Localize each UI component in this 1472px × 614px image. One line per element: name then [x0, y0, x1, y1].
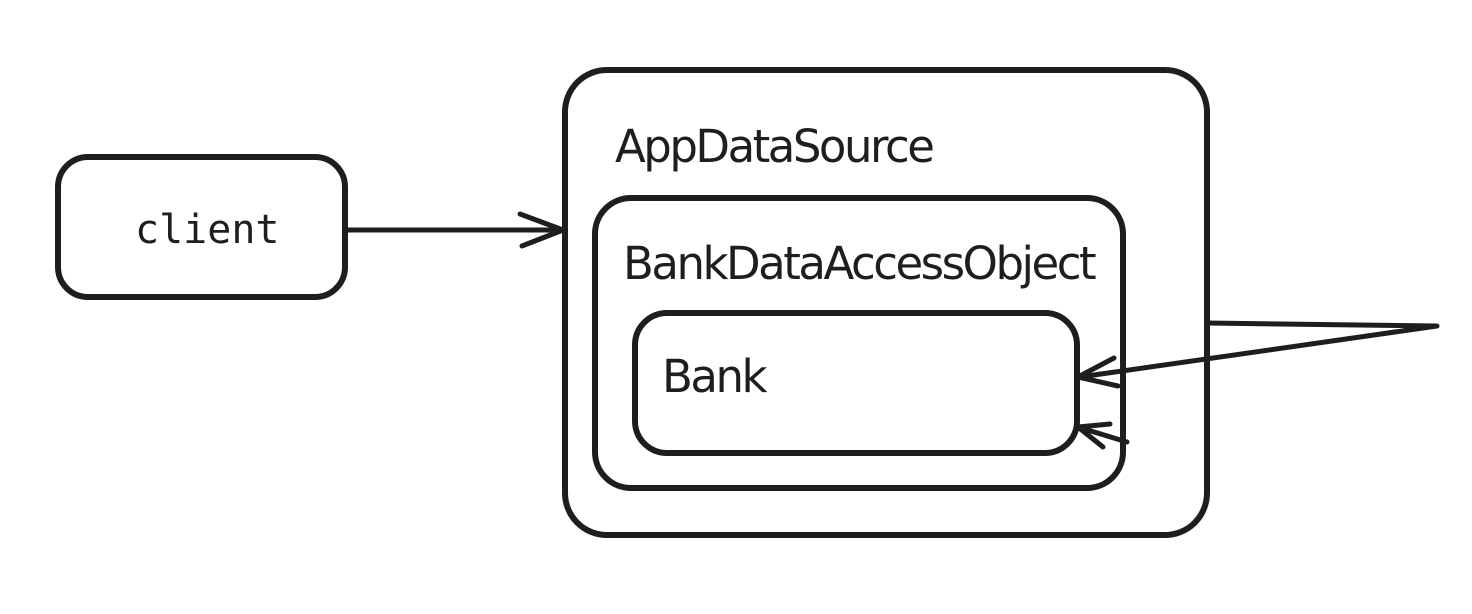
edge-short-arrow-to-bank — [1075, 421, 1130, 450]
edge-right-bend-to-bank-line — [1077, 320, 1440, 380]
edge-right-bend-to-bank-arrowhead-icon — [1075, 355, 1121, 389]
node-app-data-source-label: AppDataSource — [615, 120, 933, 173]
edge-short-arrow-to-bank-line — [1078, 425, 1130, 445]
edge-right-bend-to-bank — [1075, 320, 1440, 389]
node-app-data-source — [562, 67, 1210, 538]
node-client — [55, 154, 348, 300]
node-client-label: client — [135, 207, 280, 253]
node-bank-data-access-object-label: BankDataAccessObject — [623, 237, 1096, 290]
node-bank — [632, 310, 1080, 456]
node-bank-label: Bank — [662, 350, 767, 403]
node-bank-data-access-object — [592, 195, 1126, 491]
edge-client-to-app-data-source — [342, 211, 566, 249]
edge-short-arrow-to-bank-arrowhead-icon — [1075, 421, 1113, 450]
edge-client-to-app-data-source-arrowhead-icon — [517, 211, 566, 249]
